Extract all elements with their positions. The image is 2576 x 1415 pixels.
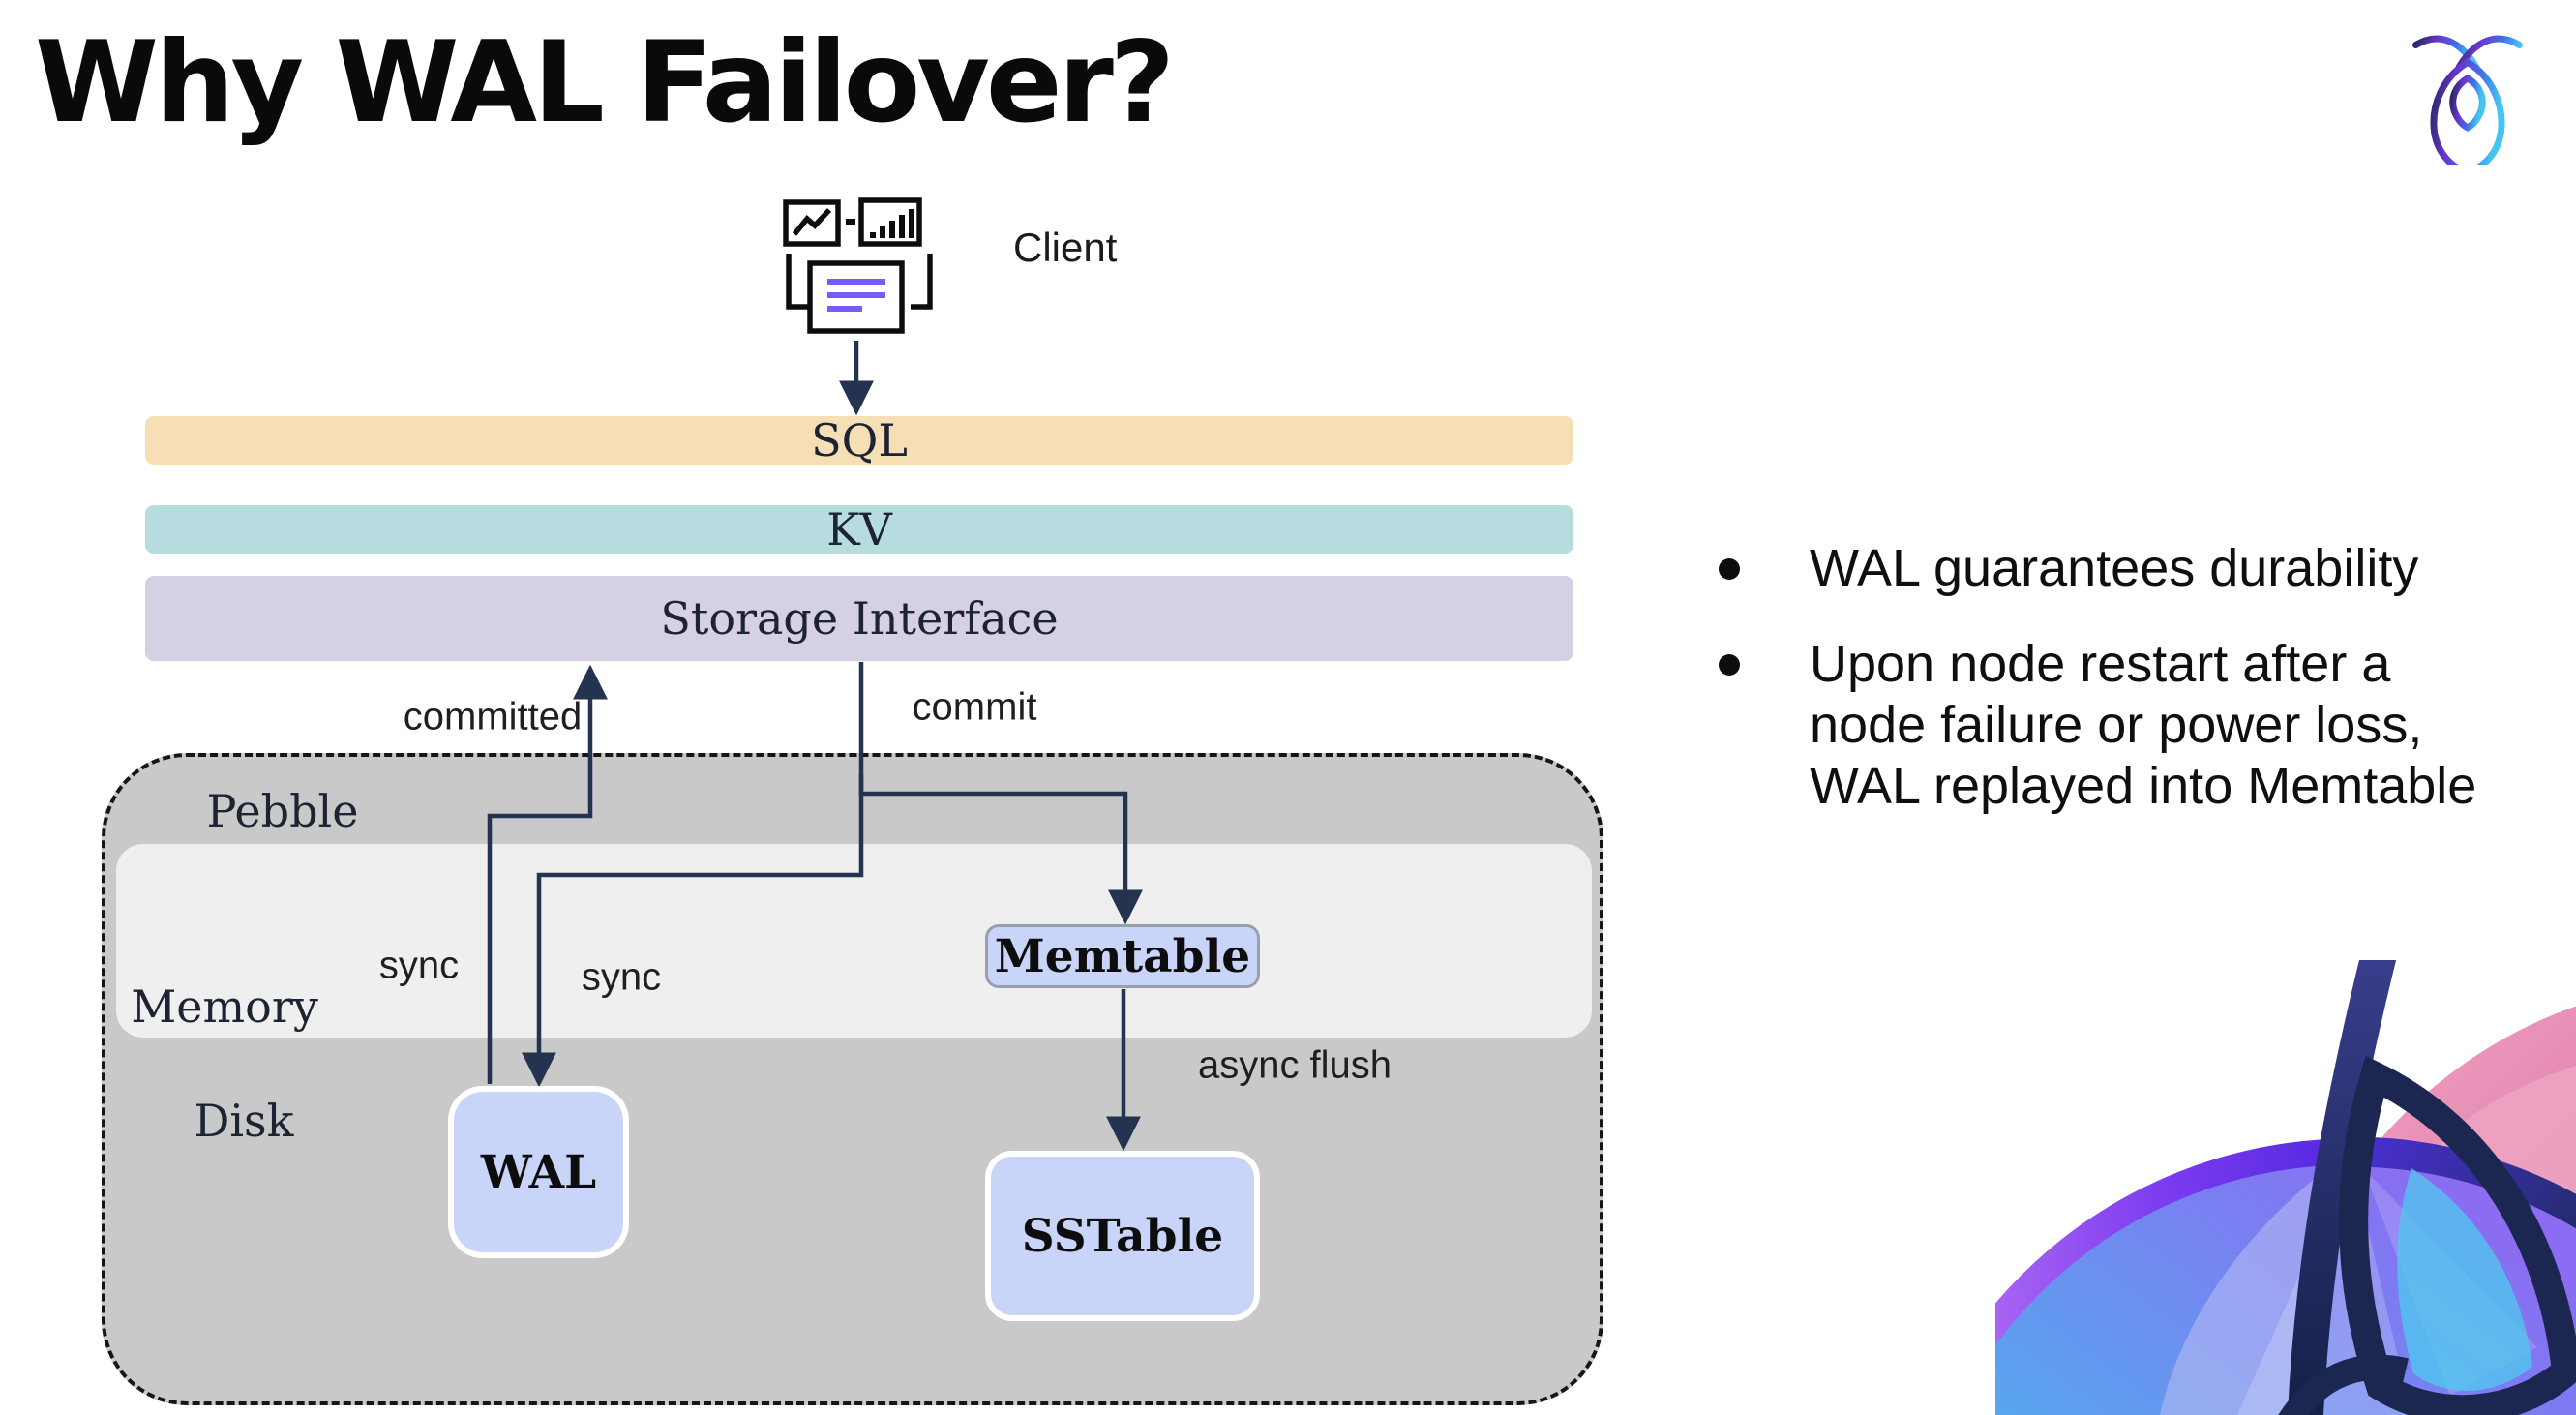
edge-sync-to-wal [522,774,864,1088]
bar-chart-icon [858,197,922,247]
bullet-dot [1719,654,1740,676]
document-text-lines [827,279,885,312]
edge-label-async-flush: async flush [1197,1043,1393,1087]
left-bracket-icon [786,254,808,310]
edge-label-commit: commit [912,685,1037,729]
layer-bar-kv: KV [145,503,1573,556]
disk-label: Disk [194,1095,294,1147]
cockroachdb-logo-icon [2412,35,2523,165]
edge-commit-to-memtable [858,662,1143,925]
sstable-label: SSTable [1021,1209,1224,1263]
client-device-icon [783,197,933,334]
layer-bar-kv-label: KV [826,503,892,556]
right-bracket-icon [911,254,933,310]
memtable-node: Memtable [985,924,1260,988]
layer-bar-sql: SQL [145,414,1573,467]
decorative-brand-graphic [1995,960,2576,1415]
layer-bar-storage-interface: Storage Interface [145,576,1573,661]
layer-bar-storage-interface-label: Storage Interface [660,592,1059,645]
layer-bar-sql-label: SQL [811,414,908,467]
edge-label-sync-down: sync [581,955,662,999]
page-title: Why WAL Failover? [35,17,1175,148]
bullet-text: WAL guarantees durability [1810,539,2419,597]
client-label: Client [1013,225,1118,270]
sstable-node: SSTable [985,1151,1260,1321]
bullet-list: WAL guarantees durability Upon node rest… [1699,538,2551,852]
line-chart-icon [783,199,841,247]
edge-label-committed: committed [403,695,583,738]
memory-label: Memory [131,980,318,1033]
pebble-label: Pebble [206,785,359,837]
bullet-item: Upon node restart after a node failure o… [1699,634,2551,817]
edge-wal-committed [487,664,608,1084]
bullet-text: Upon node restart after a node failure o… [1810,635,2477,815]
bullet-item: WAL guarantees durability [1699,538,2551,599]
wal-label: WAL [480,1145,597,1199]
wal-node: WAL [448,1086,629,1258]
memtable-label: Memtable [994,929,1251,983]
edge-label-sync-up: sync [378,944,460,987]
bullet-dot [1719,558,1740,580]
